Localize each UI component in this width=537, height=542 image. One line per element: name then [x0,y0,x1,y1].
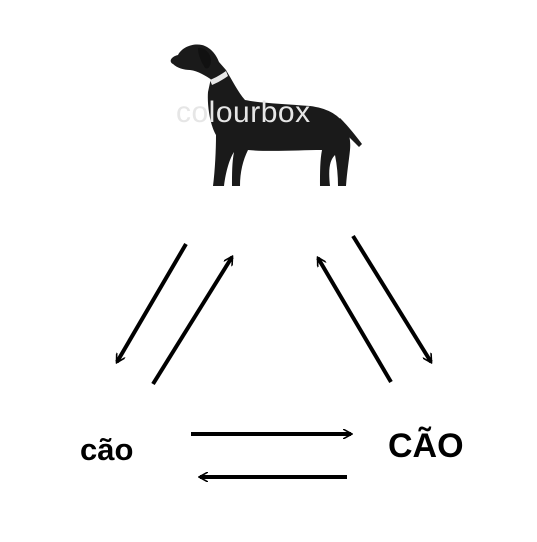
arrow-uppercase-to-dog [316,258,393,384]
dog-silhouette-icon [170,44,362,186]
word-lowercase-label: cão [80,432,134,467]
word-uppercase-label: CÃO [388,427,464,465]
image-watermark: colourbox [176,96,311,129]
arrow-lowercase-to-dog [151,257,234,386]
arrow-dog-to-lowercase [115,242,188,362]
arrow-dog-to-uppercase [351,234,433,362]
